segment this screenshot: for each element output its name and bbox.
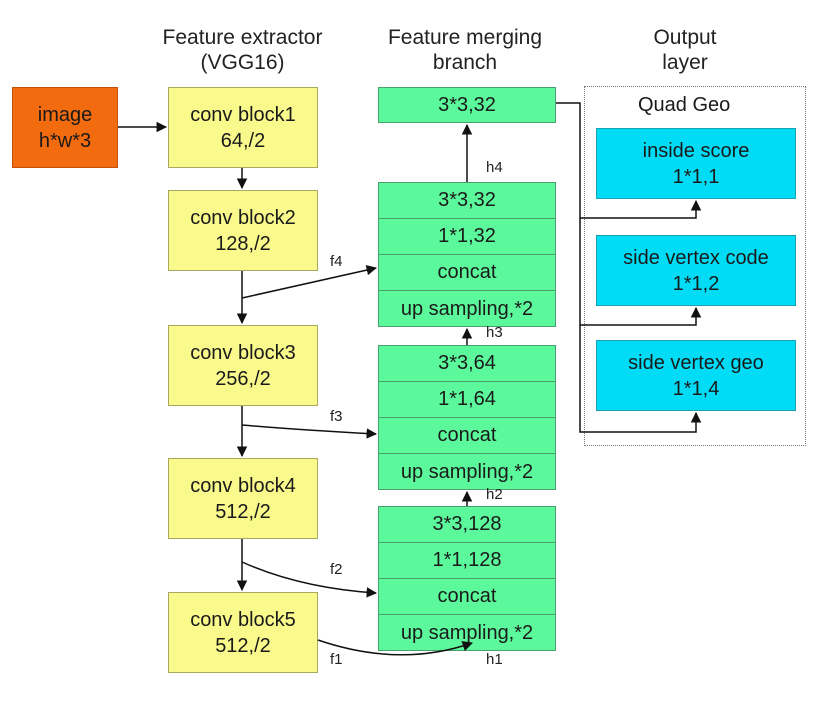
merge-row-conv1x1: 1*1,64 [379, 382, 555, 418]
merge-row-concat: concat [379, 255, 555, 291]
merge-stage-3: 3*3,128 1*1,128 concat up sampling,*2 [378, 506, 556, 651]
conv-block-1: conv block1 64,/2 [168, 87, 318, 168]
label-f1: f1 [330, 651, 343, 668]
arrow-f1 [317, 639, 473, 656]
header-feature-extractor: Feature extractor (VGG16) [140, 25, 345, 75]
label-h4: h4 [486, 159, 503, 176]
conv-block-spec: 256,/2 [215, 367, 271, 390]
output-spec: 1*1,2 [672, 272, 720, 295]
conv-block-spec: 64,/2 [220, 129, 266, 152]
label-f3: f3 [330, 408, 343, 425]
merge-stage-2: 3*3,64 1*1,64 concat up sampling,*2 [378, 345, 556, 490]
conv-block-name: conv block3 [190, 341, 296, 364]
merge-row-conv1x1: 1*1,128 [379, 543, 555, 579]
arrow-f3 [241, 424, 378, 439]
output-name: side vertex code [623, 246, 769, 269]
conv-block-spec: 512,/2 [215, 634, 271, 657]
conv-block-name: conv block1 [190, 103, 296, 126]
input-image-shape: h*w*3 [38, 129, 92, 152]
merge-row-upsampling: up sampling,*2 [400, 460, 534, 483]
output-layer-title: Quad Geo [638, 94, 731, 116]
arrow-to-inside-score [556, 102, 702, 219]
output-name: side vertex geo [628, 351, 764, 374]
label-h3: h3 [486, 324, 503, 341]
input-image-box: image h*w*3 [12, 87, 118, 168]
header-feature-extractor-line1: Feature extractor [162, 26, 323, 49]
merge-stage-1: 3*3,32 1*1,32 concat up sampling,*2 [378, 182, 556, 327]
output-side-vertex-code: side vertex code 1*1,2 [596, 235, 796, 306]
header-output-layer-line2: layer [662, 51, 708, 74]
label-f4: f4 [330, 253, 343, 270]
arrow-to-side-vertex-code [579, 218, 702, 326]
input-image-label: image [37, 103, 93, 126]
conv-block-name: conv block2 [190, 206, 296, 229]
conv-block-spec: 128,/2 [215, 232, 271, 255]
merge-row-conv3x3: 3*3,64 [379, 346, 555, 382]
output-inside-score: inside score 1*1,1 [596, 128, 796, 199]
conv-block-5: conv block5 512,/2 [168, 592, 318, 673]
arrow-to-side-vertex-geo [579, 325, 702, 433]
label-h1: h1 [486, 651, 503, 668]
header-feature-merging-line1: Feature merging [387, 26, 543, 49]
header-feature-extractor-line2: (VGG16) [200, 51, 285, 74]
header-output-layer-line1: Output [653, 26, 717, 49]
header-output-layer: Output layer [620, 25, 750, 75]
output-name: inside score [642, 139, 750, 162]
merge-row-conv3x3: 3*3,128 [379, 507, 555, 543]
merge-row-upsampling: up sampling,*2 [400, 297, 534, 320]
output-spec: 1*1,1 [672, 165, 720, 188]
label-h2: h2 [486, 486, 503, 503]
conv-block-3: conv block3 256,/2 [168, 325, 318, 406]
merge-row-conv3x3: 3*3,32 [379, 183, 555, 219]
merge-row-concat: concat [379, 418, 555, 454]
output-side-vertex-geo: side vertex geo 1*1,4 [596, 340, 796, 411]
conv-block-4: conv block4 512,/2 [168, 458, 318, 539]
header-feature-merging-line2: branch [432, 51, 498, 74]
label-f2: f2 [330, 561, 343, 578]
output-spec: 1*1,4 [672, 377, 720, 400]
arrow-f2 [241, 561, 378, 598]
conv-block-2: conv block2 128,/2 [168, 190, 318, 271]
header-feature-merging: Feature merging branch [360, 25, 570, 75]
conv-block-name: conv block4 [190, 474, 296, 497]
merge-row-upsampling: up sampling,*2 [400, 621, 534, 644]
merge-row-conv1x1: 1*1,32 [379, 219, 555, 255]
conv-block-name: conv block5 [190, 608, 296, 631]
conv-block-spec: 512,/2 [215, 500, 271, 523]
arrow-f4 [241, 264, 378, 299]
merge-top-conv: 3*3,32 [378, 87, 556, 123]
merge-row-concat: concat [379, 579, 555, 615]
output-layer-container [584, 86, 806, 446]
